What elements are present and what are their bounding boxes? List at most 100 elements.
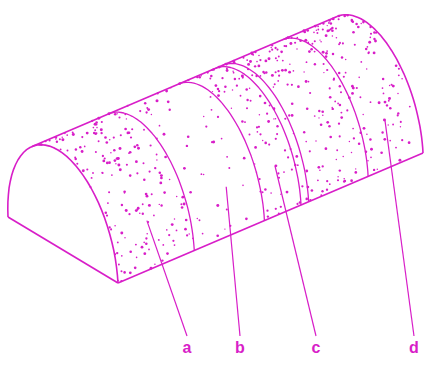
stipple-dot (363, 127, 366, 130)
stipple-dot (226, 67, 228, 69)
stipple-dot (264, 102, 267, 105)
stipple-dot (174, 218, 175, 219)
stipple-dot (160, 204, 162, 206)
stipple-dot (226, 156, 228, 158)
stipple-dot (81, 136, 83, 138)
stipple-dot (236, 85, 238, 87)
stipple-dot (72, 133, 75, 136)
stipple-dot (276, 49, 278, 51)
stipple-dot (116, 252, 118, 254)
stipple-dot (159, 204, 160, 205)
stipple-dot (285, 45, 287, 47)
stipple-dot (136, 172, 138, 174)
stipple-dot (273, 86, 275, 88)
stipple-dot (100, 128, 103, 131)
stipple-dot (287, 156, 289, 158)
stipple-dot (289, 42, 292, 45)
outline-stroke (282, 38, 368, 176)
stipple-dot (218, 90, 220, 92)
stipple-dot (337, 179, 339, 181)
stipple-dot (121, 255, 123, 257)
stipple-dot (266, 210, 268, 212)
stipple-dot (247, 63, 250, 66)
leader-line (147, 221, 187, 336)
stipple-dot (339, 104, 342, 107)
stipple-dot (277, 70, 279, 72)
stipple-dot (355, 168, 356, 169)
stipple-dot (205, 125, 207, 127)
stipple-dot (212, 91, 213, 92)
stipple-dot (116, 157, 119, 160)
stipple-dot (276, 125, 278, 127)
stipple-dot (370, 101, 372, 103)
stipple-dot (332, 53, 335, 56)
stipple-dot (159, 125, 161, 127)
stipple-dot (94, 123, 97, 126)
stipple-dot (106, 215, 108, 217)
stipple-dot (319, 169, 321, 171)
stipple-dot (317, 166, 320, 169)
outline-stroke (108, 112, 194, 250)
stipple-dot (296, 203, 298, 205)
stipple-dot (369, 138, 372, 141)
stipple-dot (224, 228, 225, 229)
stipple-dot (326, 180, 328, 182)
stipple-dot (278, 56, 280, 58)
stipple-dot (232, 89, 234, 91)
stipple-dot (382, 87, 384, 89)
stipple-dot (137, 207, 140, 210)
stipple-dot (330, 22, 332, 24)
stipple-dot (136, 144, 138, 146)
stipple-dot (221, 138, 223, 140)
stipple-dot (383, 138, 386, 141)
stipple-dot (339, 42, 341, 44)
stipple-dot (337, 103, 339, 105)
stipple-dot (197, 218, 198, 219)
stipple-dot (259, 59, 261, 61)
stipple-dot (383, 93, 385, 95)
stipple-dot (270, 47, 271, 48)
stipple-dot (313, 32, 315, 34)
stipple-dot (389, 85, 390, 86)
stipple-dot (378, 101, 381, 104)
stipple-dot (373, 31, 376, 34)
stipple-dot (326, 25, 327, 26)
stipple-dot (131, 128, 133, 130)
stipple-dot (156, 159, 157, 160)
stipple-dot (164, 156, 167, 159)
stipple-dot (94, 129, 96, 131)
stipple-dot (331, 29, 334, 32)
stipple-dot (397, 114, 399, 116)
stipple-dot (81, 150, 84, 153)
stipple-dot (254, 65, 256, 67)
stipple-dot (329, 87, 331, 89)
stipple-dot (243, 157, 246, 160)
stipple-dot (266, 113, 268, 115)
outline-stroke (337, 15, 423, 153)
stipple-dot (258, 126, 260, 128)
stipple-dot (113, 149, 116, 152)
stipple-dot (264, 142, 267, 145)
stipple-dot (116, 113, 117, 114)
stipple-dot (180, 203, 182, 205)
stipple-dot (228, 167, 230, 169)
stipple-dot (360, 61, 362, 63)
stipple-dot (249, 134, 251, 136)
outline-stroke (223, 64, 309, 202)
stipple-dot (148, 170, 150, 172)
stipple-dot (185, 219, 188, 222)
stipple-dot (408, 141, 411, 144)
stipple-dot (314, 40, 316, 42)
stipple-dot (398, 74, 400, 76)
stipple-dot (314, 51, 316, 53)
stipple-dot (352, 87, 355, 90)
stipple-dot (373, 169, 375, 171)
stipple-dot (210, 75, 213, 78)
stipple-dot (156, 154, 158, 156)
stipple-dot (398, 159, 401, 162)
stipple-dot (275, 57, 277, 59)
stipple-dot (67, 150, 69, 152)
stipple-dot (305, 198, 308, 201)
stipple-dot (336, 149, 338, 151)
stipple-dot (96, 127, 98, 129)
